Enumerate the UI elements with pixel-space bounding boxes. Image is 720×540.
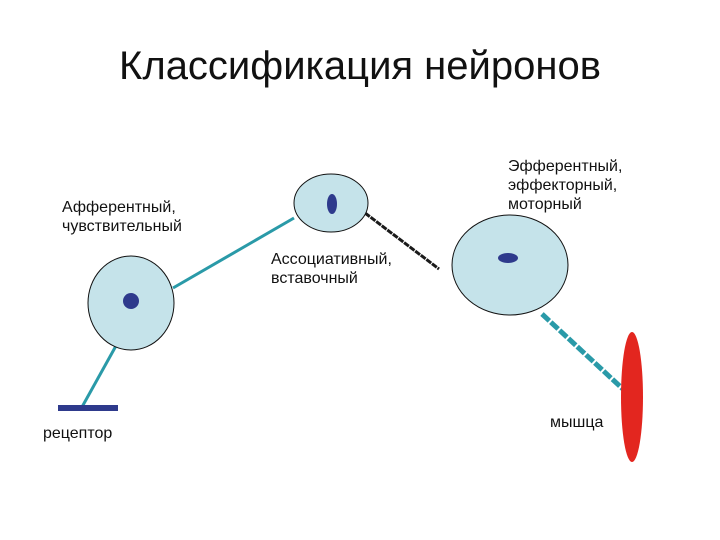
associative-axon [364,211,440,271]
muscle-label: мышца [550,414,604,431]
muscle-shape [621,332,643,462]
associative-label-line1: Ассоциативный, [271,251,392,268]
efferent-label: Эфферентный, эффекторный, моторный [508,157,622,214]
associative-nucleus [327,194,337,214]
afferent-axon [172,216,295,290]
efferent-label-line2: эффекторный, [508,177,618,194]
efferent-label-line1: Эфферентный, [508,158,623,175]
afferent-dendrite [80,343,119,408]
afferent-nucleus [123,293,139,309]
associative-label: Ассоциативный, вставочный [271,250,392,288]
associative-label-line2: вставочный [271,270,358,287]
efferent-axon [540,312,626,392]
afferent-label-line2: чувствительный [62,218,182,235]
efferent-nucleus [498,253,518,263]
page-title: Классификация нейронов [119,44,601,88]
efferent-cell-body [451,214,569,316]
afferent-label: Афферентный, чувствительный [62,198,182,236]
afferent-label-line1: Афферентный, [62,199,176,216]
efferent-label-line3: моторный [508,196,582,213]
receptor-label: рецептор [43,425,113,442]
